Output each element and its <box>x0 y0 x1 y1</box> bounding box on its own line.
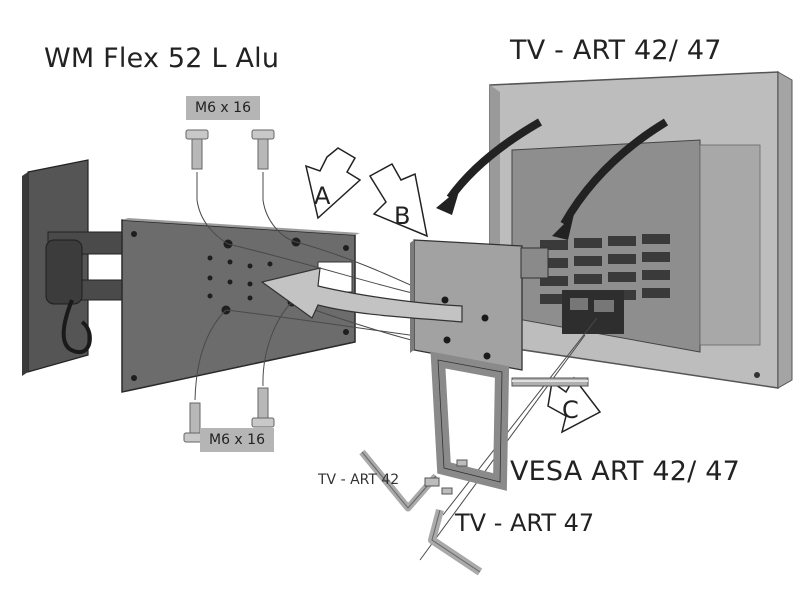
tool-label-small: TV - ART 42 <box>318 472 400 488</box>
tv-model-label: TV - ART 42/ 47 <box>510 35 722 66</box>
vesa-label: VESA ART 42/ 47 <box>510 456 740 487</box>
wall-mount <box>22 159 360 393</box>
callout-letter-c: C <box>562 396 579 424</box>
vesa-adapter <box>410 239 549 491</box>
product-title: WM Flex 52 L Alu <box>44 43 280 74</box>
swivel-arm <box>45 231 129 305</box>
screw-bottom-right <box>251 387 275 428</box>
adapter-bracket <box>430 351 510 491</box>
tv-hook-arrows <box>436 118 669 240</box>
tv-connector-block <box>562 290 624 334</box>
screw-label-top: M6 x 16 <box>186 96 260 120</box>
hex-key-large <box>428 508 483 576</box>
screw-label-bottom: M6 x 16 <box>200 428 274 452</box>
curved-insert-arrow <box>260 267 463 323</box>
tool-label-large: TV - ART 47 <box>455 509 595 537</box>
hex-key-small <box>359 449 439 512</box>
hex-bolts <box>424 459 468 495</box>
screw-top-left <box>185 129 209 170</box>
screw-top-right <box>251 129 275 170</box>
callout-arrow-b <box>368 162 429 238</box>
callout-arrow-c <box>547 376 602 434</box>
cable <box>61 299 92 354</box>
tv-set <box>489 71 793 389</box>
callout-arrow-a <box>304 147 362 220</box>
callout-letter-b: B <box>394 202 411 230</box>
spacer-tube <box>511 377 589 387</box>
callout-letter-a: A <box>314 182 331 210</box>
